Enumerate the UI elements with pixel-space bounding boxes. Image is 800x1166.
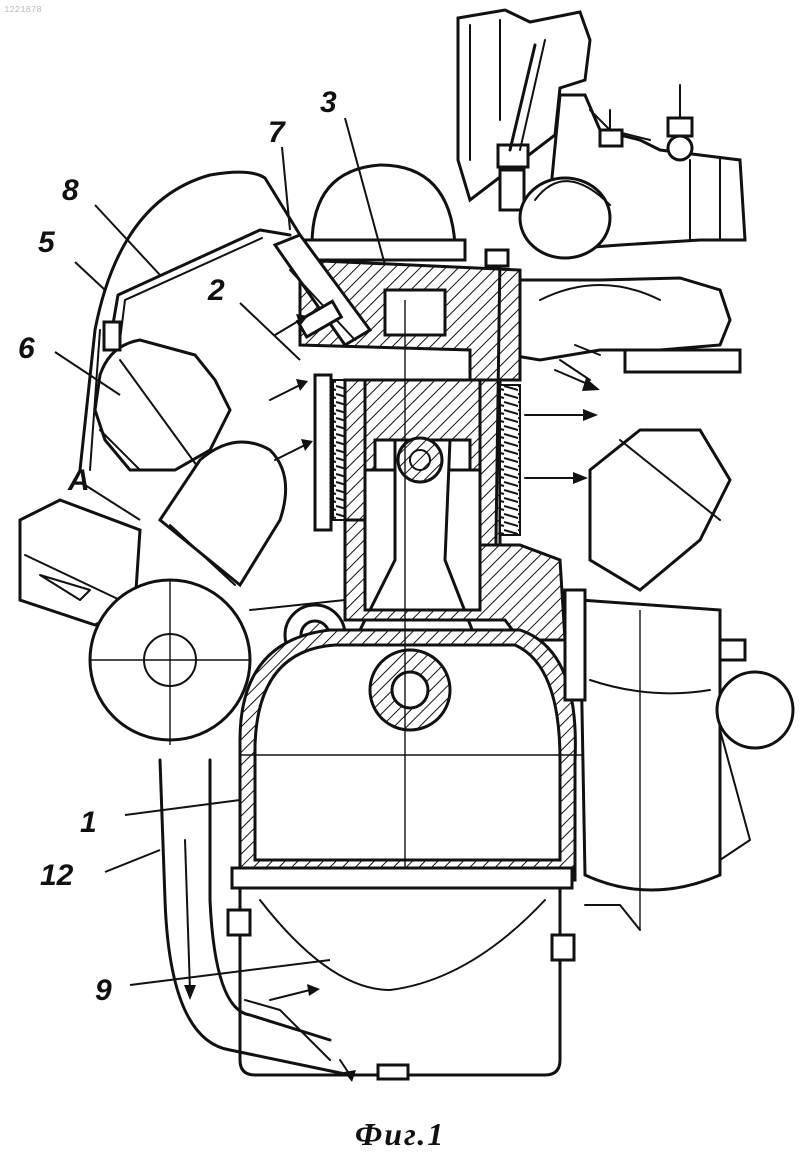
pump-pulley: [90, 580, 250, 745]
fuel-pipe: [112, 230, 290, 330]
alternator: [590, 430, 730, 590]
fuel-filter: [95, 322, 230, 470]
callout-1: 1: [80, 806, 97, 839]
callout-9: 9: [95, 974, 112, 1007]
valve-cover: [312, 165, 455, 245]
oil-filter-canister: [565, 590, 745, 930]
oil-pan: [228, 868, 574, 1079]
cylinder-wall-left: [345, 380, 365, 520]
combustion-chamber: [385, 290, 445, 335]
callout-7: 7: [268, 116, 286, 149]
callout-3: 3: [320, 86, 337, 119]
figure-caption: Фиг.1: [355, 1116, 445, 1152]
callout-12: 12: [40, 859, 74, 892]
callout-8: 8: [62, 174, 79, 207]
corner-mark: 1221878: [4, 5, 42, 15]
callout-5: 5: [38, 226, 56, 259]
intake-assembly: [458, 10, 745, 258]
callout-2: 2: [207, 274, 225, 307]
exhaust-manifold: [510, 278, 740, 380]
callout-a: A: [67, 464, 90, 497]
callout-6: 6: [18, 332, 35, 365]
right-pulley: [717, 672, 793, 748]
